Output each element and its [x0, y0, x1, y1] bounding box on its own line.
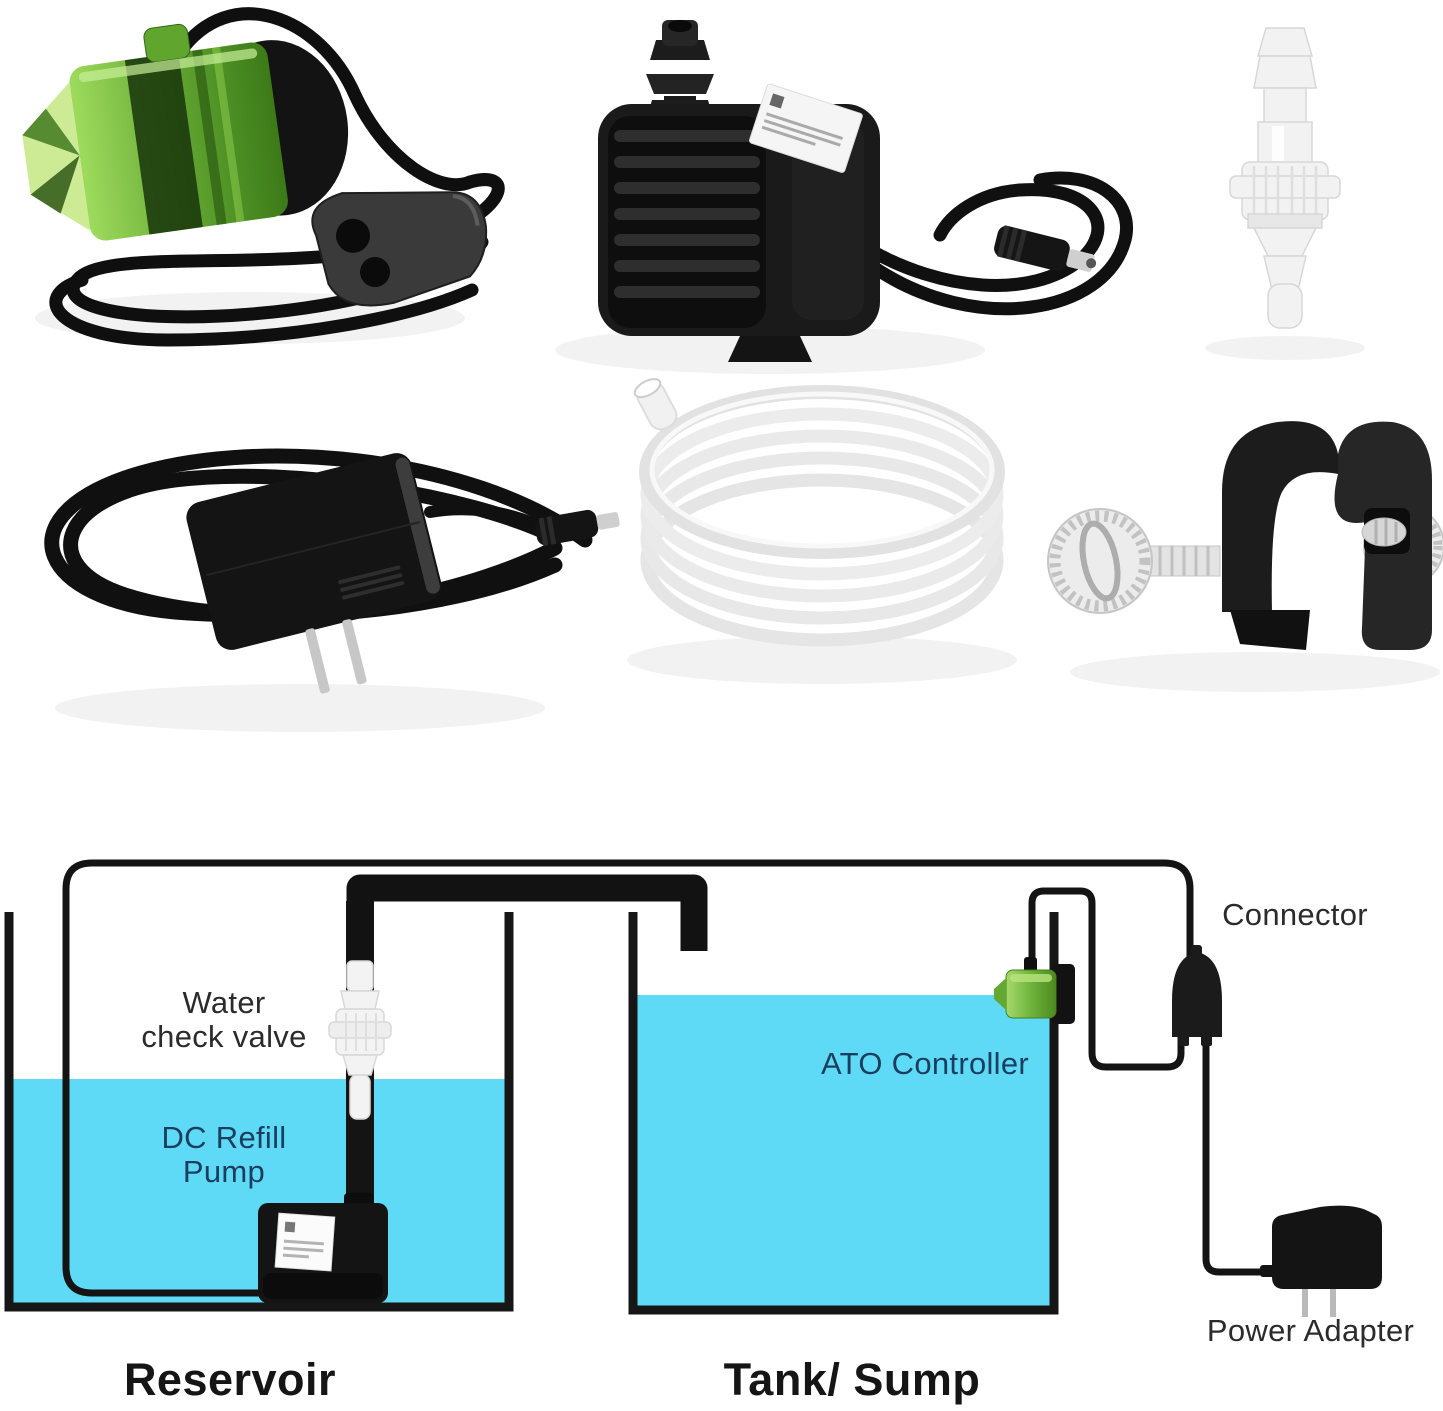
prong [1302, 1289, 1308, 1317]
water-check-valve-label: Water check valve [141, 985, 307, 1055]
adapter-cable [1202, 1031, 1278, 1276]
tank-sump-label: Tank/ Sump [723, 1354, 981, 1405]
pump-label [274, 1212, 336, 1272]
installation-diagram [4, 859, 1382, 1317]
shadow [1070, 652, 1440, 692]
plug-prong [342, 619, 367, 685]
sensor-body [22, 23, 349, 241]
outlet-pipe [346, 874, 708, 981]
plug-prong [305, 628, 330, 694]
pump-label-sticker [749, 83, 863, 173]
tank-outline [628, 912, 1059, 1315]
pump-grille [608, 116, 766, 328]
connector [1172, 945, 1222, 1046]
ato-sensor-photo [22, 7, 505, 347]
dc-refill-pump-label: DC Refill Pump [161, 1120, 287, 1190]
wall-power-adapter [1260, 1205, 1382, 1317]
pump-side [792, 120, 864, 320]
adapter-dc-plug [535, 509, 620, 546]
left-thumbscrew [1047, 508, 1221, 614]
check-valve-photo [1205, 27, 1365, 360]
pump-foot [728, 336, 812, 362]
reservoir-label: Reservoir [123, 1354, 337, 1405]
pump-power-cable [62, 859, 1194, 1297]
shadow [55, 684, 545, 732]
ato-sensor [994, 957, 1075, 1024]
reservoir-outline [4, 912, 514, 1312]
sensor-cable [1028, 887, 1185, 1071]
dc-plug [994, 225, 1097, 272]
refill-pump [258, 1193, 388, 1303]
ato-controller-label: ATO Controller [820, 1046, 1030, 1081]
connector-label: Connector [1222, 897, 1368, 932]
adapter-body [186, 453, 442, 694]
tubing-coil-photo [627, 378, 1017, 684]
check-valve [328, 960, 392, 1120]
shadow [1205, 336, 1365, 360]
y-splitter [311, 191, 488, 307]
pump-cable [863, 171, 1133, 316]
prong [1330, 1289, 1336, 1317]
tubing-end [633, 378, 678, 431]
product-gallery [22, 7, 1443, 732]
bracket-clamp [1222, 421, 1432, 650]
bracket-photo [1047, 421, 1443, 692]
cables [62, 859, 1278, 1297]
power-adapter-label: Power Adapter [1206, 1313, 1415, 1348]
dc-pump-photo [555, 20, 1133, 374]
tank-water [637, 995, 1050, 1307]
shadow [627, 636, 1017, 684]
power-adapter-photo [44, 448, 620, 732]
